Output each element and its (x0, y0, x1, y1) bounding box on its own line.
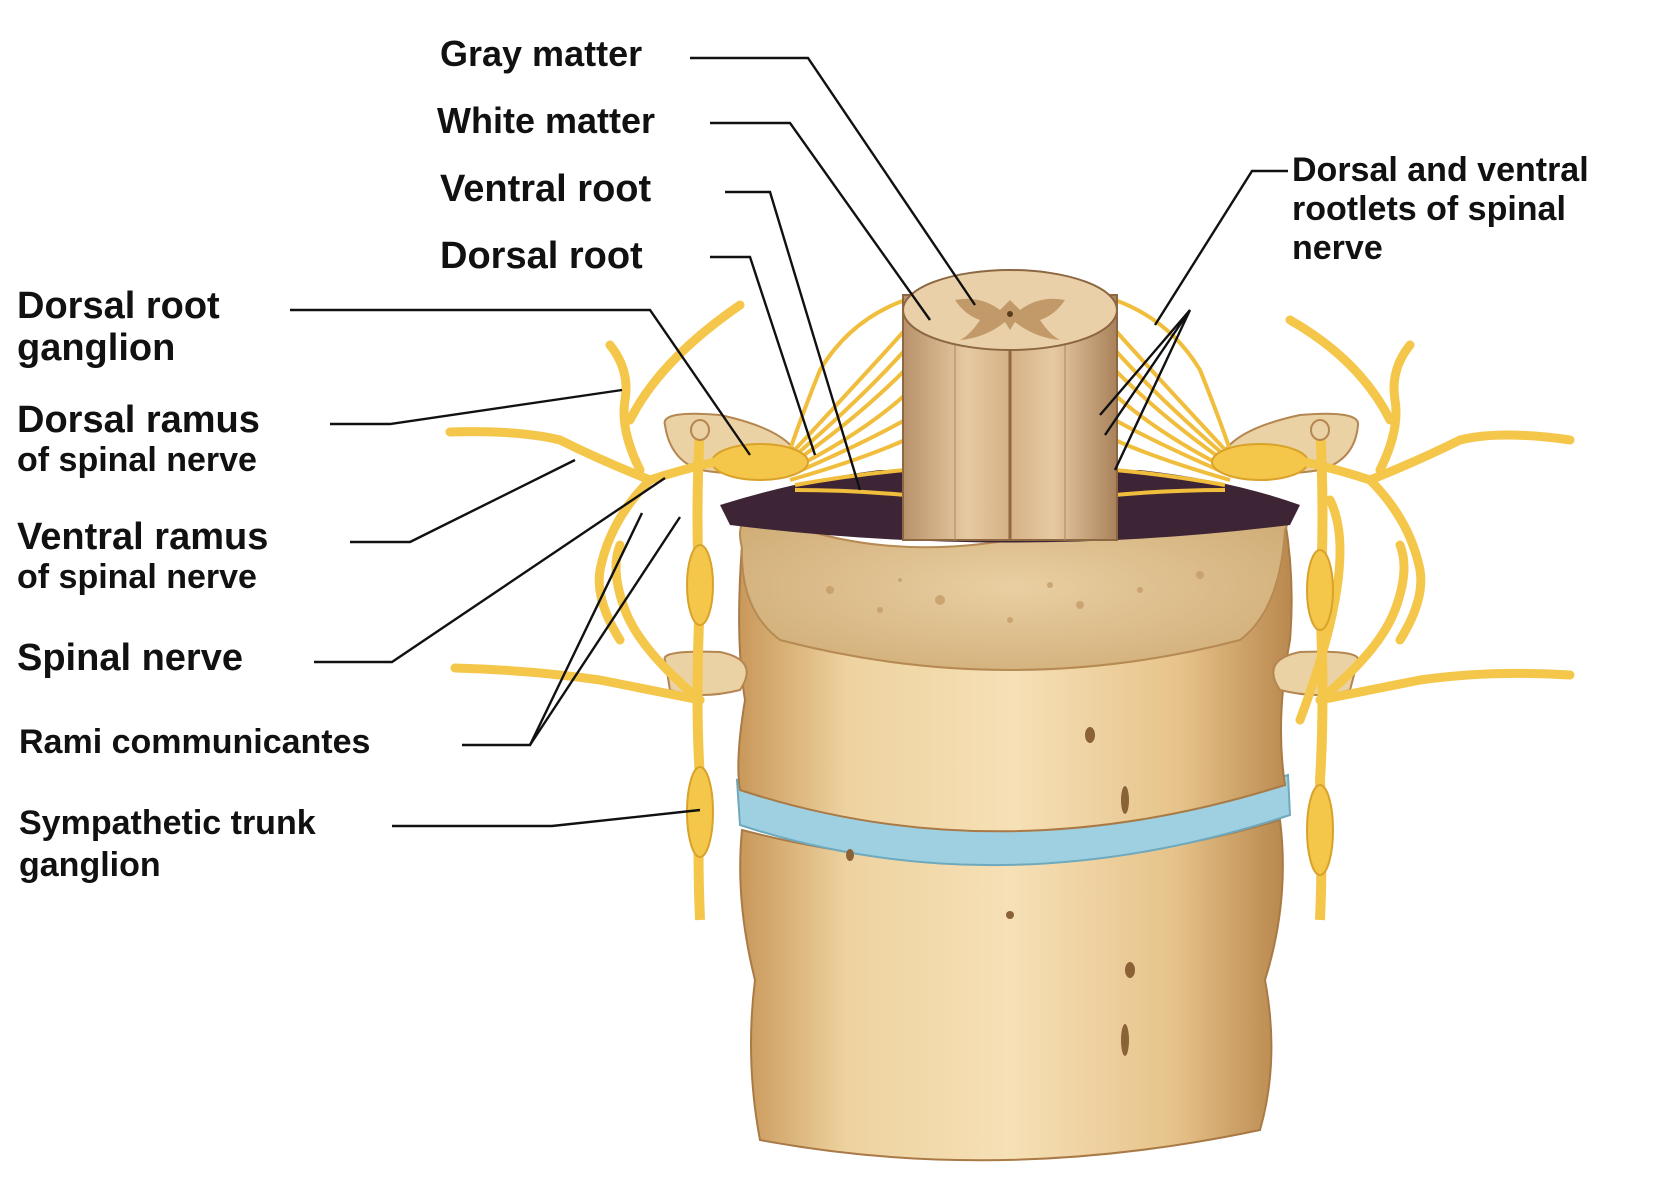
label-white-matter: White matter (437, 100, 656, 141)
label-ventral-ramus-line1: Ventral ramus (17, 516, 269, 558)
label-rootlets-line3: nerve (1292, 229, 1383, 267)
label-rootlets-line1: Dorsal and ventral (1292, 151, 1589, 189)
label-ventral-root: Ventral root (440, 168, 652, 210)
label-dorsal-root-ganglion-line2: ganglion (17, 327, 176, 369)
gray-matter-shape (955, 298, 1065, 340)
label-ventral-ramus-line2: of spinal nerve (17, 558, 257, 596)
label-sympathetic-trunk-ganglion-line2: ganglion (19, 846, 161, 884)
label-rootlets-line2: rootlets of spinal (1292, 190, 1566, 228)
left-lower-arch (663, 650, 748, 696)
label-sympathetic-trunk-ganglion-line1: Sympathetic trunk (19, 804, 316, 842)
label-rami-communicantes: Rami communicantes (19, 723, 371, 761)
label-dorsal-ramus-line1: Dorsal ramus (17, 399, 260, 441)
label-dorsal-ramus-line2: of spinal nerve (17, 441, 257, 479)
lower-vertebral-body (739, 818, 1284, 1162)
right-spinal-nerves (1285, 315, 1575, 725)
label-dorsal-root: Dorsal root (440, 235, 643, 277)
label-dorsal-root-ganglion-line1: Dorsal root (17, 285, 220, 327)
left-dorsal-root-ganglion (711, 443, 809, 481)
label-spinal-nerve: Spinal nerve (17, 637, 243, 679)
label-gray-matter: Gray matter (440, 33, 643, 74)
leader-lines (290, 56, 1288, 828)
right-dorsal-root-ganglion (1211, 443, 1309, 481)
